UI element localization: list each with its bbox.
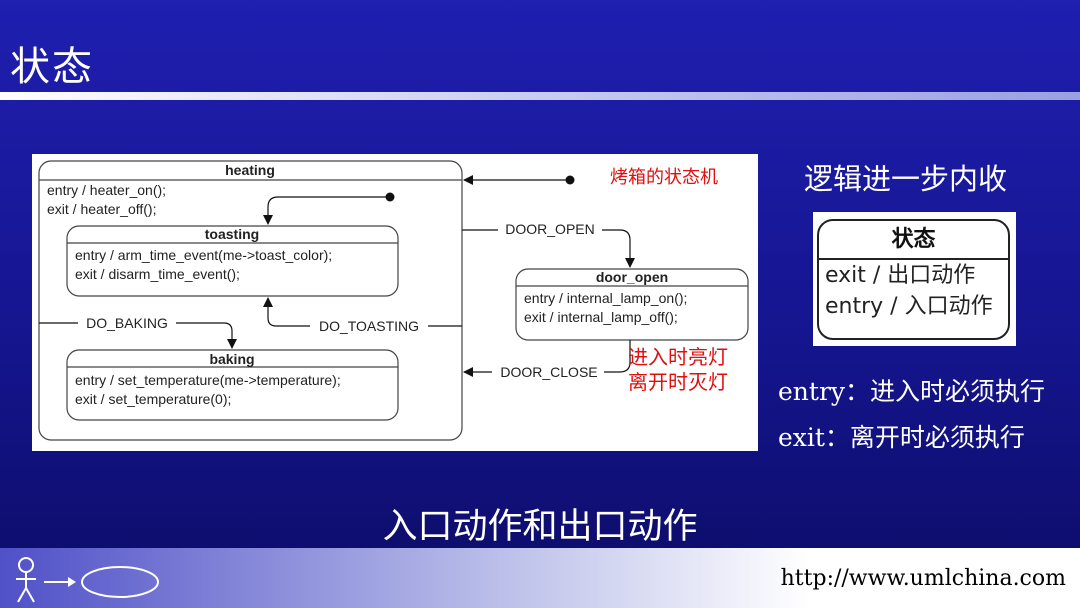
footer-bar: http://www.umlchina.com xyxy=(0,548,1080,608)
heating-entry: entry / heater_on(); xyxy=(47,182,166,198)
umlchina-logo-icon xyxy=(16,557,159,603)
heating-name: heating xyxy=(225,162,275,178)
do-toasting-transition xyxy=(263,297,462,327)
door-open-label: DOOR_OPEN xyxy=(505,221,594,237)
inner-initial-arrow xyxy=(263,196,390,225)
baking-exit: exit / set_temperature(0); xyxy=(75,391,231,407)
state-machine-diagram: heating entry / heater_on(); exit / heat… xyxy=(32,154,758,451)
door-close-label: DOOR_CLOSE xyxy=(500,364,597,380)
door-open-transition xyxy=(462,229,635,268)
annotation-leave: 离开时灭灯 xyxy=(628,370,728,394)
diagram-canvas: heating entry / heater_on(); exit / heat… xyxy=(38,160,749,441)
exit-note: exit：离开时必须执行 xyxy=(778,423,1025,452)
bottom-caption: 入口动作和出口动作 xyxy=(382,507,698,547)
slide-title: 状态 xyxy=(10,44,94,90)
state-example-panel: 状态 exit / 出口动作 entry / 入口动作 xyxy=(813,212,1016,346)
heating-exit: exit / heater_off(); xyxy=(47,201,156,217)
door-open-entry: entry / internal_lamp_on(); xyxy=(524,290,687,306)
door-open-state xyxy=(515,268,749,341)
door-open-name: door_open xyxy=(596,269,668,285)
baking-name: baking xyxy=(209,351,254,367)
state-example-entry: entry / 入口动作 xyxy=(825,294,993,319)
door-close-transition xyxy=(463,340,631,377)
toasting-entry: entry / arm_time_event(me->toast_color); xyxy=(75,247,332,263)
footer-url: http://www.umlchina.com xyxy=(780,566,1066,591)
state-example-exit: exit / 出口动作 xyxy=(825,263,976,288)
do-baking-transition xyxy=(39,322,237,349)
side-heading: 逻辑进一步内收 xyxy=(804,162,1008,196)
baking-entry: entry / set_temperature(me->temperature)… xyxy=(75,372,341,388)
do-baking-label: DO_BAKING xyxy=(86,315,168,331)
toasting-exit: exit / disarm_time_event(); xyxy=(75,266,240,282)
title-underline xyxy=(0,92,1080,100)
door-open-exit: exit / internal_lamp_off(); xyxy=(524,309,678,325)
annotation-enter: 进入时亮灯 xyxy=(628,345,728,369)
state-example-box: 状态 exit / 出口动作 entry / 入口动作 xyxy=(817,219,1010,340)
diagram-caption: 烤箱的状态机 xyxy=(610,167,718,188)
entry-note: entry：进入时必须执行 xyxy=(778,377,1046,406)
state-example-name: 状态 xyxy=(819,221,1008,260)
do-toasting-label: DO_TOASTING xyxy=(319,318,419,334)
toasting-name: toasting xyxy=(205,226,259,242)
